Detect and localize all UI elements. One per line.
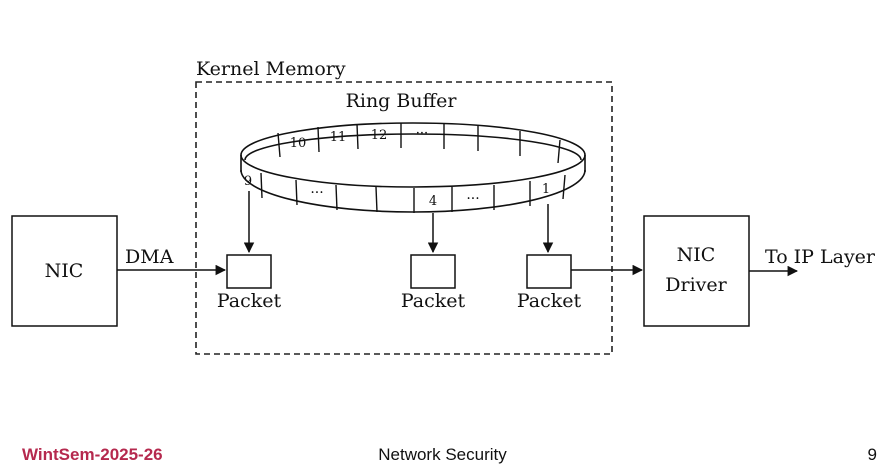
packet-box — [410, 254, 456, 289]
ring-front-slot-dividers — [260, 172, 566, 213]
nic-driver-label-line1: NIC — [677, 244, 716, 266]
packet-box — [526, 254, 572, 289]
ring-slot-label: 1 — [542, 182, 550, 197]
ring-back-slot-dividers — [277, 123, 561, 164]
ring-slot-label: 12 — [371, 128, 388, 143]
packet-label: Packet — [217, 290, 282, 312]
packet-box — [226, 254, 272, 289]
nic-driver-box — [643, 215, 750, 327]
kernel-memory-region — [195, 81, 613, 355]
ring-slot-label: ··· — [466, 191, 479, 207]
nic-box — [11, 215, 118, 327]
ring-slot-label: ··· — [416, 126, 428, 141]
kernel-memory-label: Kernel Memory — [196, 58, 346, 80]
to-ip-label: To IP Layer — [765, 246, 876, 268]
slide-footer: WintSem-2025-26 Network Security 9 — [0, 445, 885, 467]
ring-slot-label: 9 — [244, 174, 252, 189]
ring-buffer — [240, 122, 586, 213]
ring-slot-label: ··· — [310, 185, 323, 201]
footer-page-number: 9 — [867, 445, 877, 464]
ring-buffer-label: Ring Buffer — [346, 90, 458, 112]
footer-course-title: Network Security — [378, 445, 507, 464]
ring-buffer-diagram: Kernel Memory Ring Buffer 10 — [11, 58, 876, 355]
ring-slot-label: 10 — [290, 136, 307, 151]
nic-label: NIC — [45, 260, 84, 282]
ring-slot-label: 11 — [330, 130, 347, 145]
packet-label: Packet — [401, 290, 466, 312]
packet-label: Packet — [517, 290, 582, 312]
dma-label: DMA — [125, 246, 174, 268]
ring-slot-label: 4 — [429, 194, 437, 209]
footer-semester: WintSem-2025-26 — [22, 445, 163, 464]
nic-driver-label-line2: Driver — [665, 274, 727, 296]
